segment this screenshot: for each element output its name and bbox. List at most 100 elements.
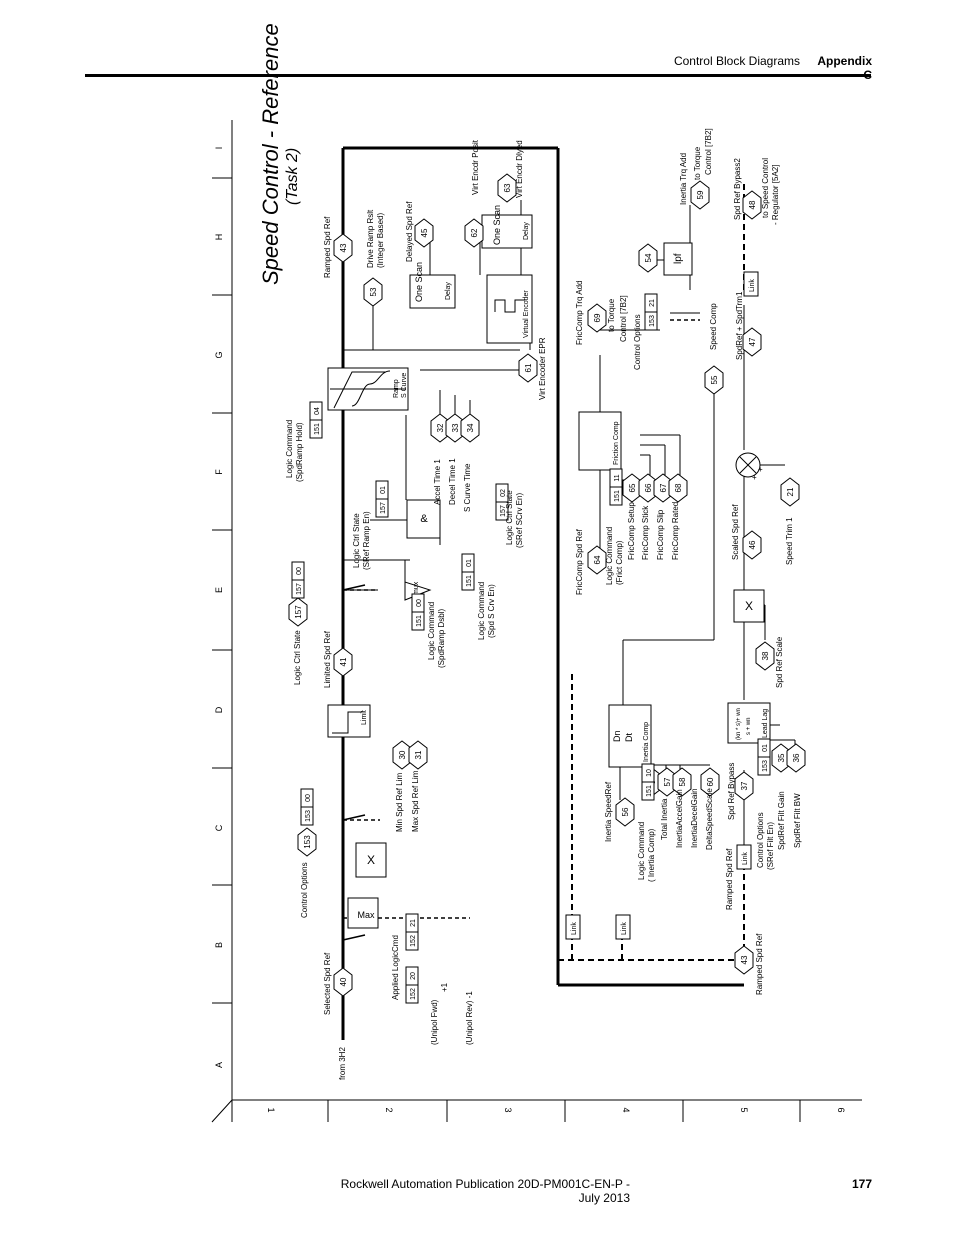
param-tag-p56: 56: [615, 797, 635, 827]
bit-box-value: 11: [614, 474, 621, 481]
label-ramped-spd: Ramped Spd Ref: [323, 216, 332, 278]
label-logic-cmd-ramp-dsbl2: (SpdRamp Dsbl): [437, 609, 446, 668]
bit-box-value: 20: [410, 972, 417, 980]
label-delta-speed: DeltaSpeedScale: [705, 788, 714, 850]
label-drive-ramp-rslt: Drive Ramp Rslt: [366, 209, 375, 268]
bit-box-value: 157: [500, 505, 507, 517]
param-tag-p45: 45: [414, 218, 434, 248]
param-tag-p31: 31: [408, 740, 428, 770]
param-tag-value: 57: [663, 777, 672, 786]
lead-lag-eq2: s + wn: [746, 717, 752, 735]
multiply-block: [355, 842, 387, 878]
bit-box-value: 00: [305, 794, 312, 802]
delay-label: Delay: [445, 282, 452, 300]
grid-col-h: H: [214, 234, 224, 241]
label-virt-dlyed: Virt Encdr Dlyed: [515, 140, 524, 198]
max-label: Max: [357, 910, 375, 920]
bit-box-value: 153: [762, 760, 769, 772]
label-to-torque2: to Torque: [693, 146, 702, 180]
param-tag-p60: 60: [700, 767, 720, 797]
label-lcs-sref-ramp: Logic Ctrl State: [352, 513, 361, 568]
header-section-title: Control Block Diagrams: [673, 54, 800, 68]
label-speed-trim1: Speed Trim 1: [785, 517, 794, 565]
param-tag-value: 153: [303, 835, 312, 849]
label-from: from 3H2: [338, 1047, 347, 1080]
label-fric-trq-add: FricComp Trq Add: [575, 281, 584, 345]
param-tag-p62: 62: [464, 218, 484, 248]
label-inertia-decel: InertiaDecelGain: [690, 788, 699, 848]
footer-publication: Rockwell Automation Publication 20D-PM00…: [340, 1177, 630, 1205]
link-box-1: [565, 914, 581, 940]
bit-box-value: 152: [410, 935, 417, 947]
grid-row-5: 5: [739, 1107, 749, 1112]
label-decel: Decel Time 1: [448, 458, 457, 505]
param-tag-p40: 40: [333, 967, 353, 997]
param-tag-value: 53: [369, 287, 378, 296]
label-max-spd: Max Spd Ref Lim: [411, 770, 420, 832]
param-tag-value: 66: [644, 483, 653, 492]
param-tag-value: 21: [786, 487, 795, 496]
label-logic-cmd-ramp-dsbl: Logic Command: [427, 602, 436, 660]
param-tag-value: 61: [524, 363, 533, 372]
param-tag-value: 54: [644, 253, 653, 262]
link-box-3: [736, 844, 752, 870]
bit-box-value: 00: [296, 567, 303, 575]
param-tag-value: 41: [339, 657, 348, 666]
label-fric-slip: FricComp Slip: [656, 509, 665, 560]
param-tag-p59: 59: [690, 180, 710, 210]
bit-box-value: 153: [649, 315, 656, 327]
label-spd-ref-bypass: Spd Ref Bypass: [727, 763, 736, 820]
param-tag-value: 31: [414, 750, 423, 759]
param-tag-p47: 47: [742, 327, 762, 357]
and-label: &: [420, 513, 428, 525]
bit-box: [609, 468, 623, 488]
param-tag-p43b: 43: [734, 945, 754, 975]
label-logic-cmd-scrv2: (Spd S Crv En): [487, 584, 496, 638]
label-min-spd: Min Spd Ref Lim: [395, 773, 404, 832]
param-tag-value: 64: [593, 555, 602, 564]
param-tag-value: 43: [740, 955, 749, 964]
param-tag-p48: 48: [742, 190, 762, 220]
param-tag-value: 35: [777, 753, 786, 762]
param-tag-p53: 53: [363, 277, 383, 307]
label-logic-cmd-inertia: Logic Command: [637, 822, 646, 880]
param-tag-p46: 46: [742, 530, 762, 560]
param-tag-p153: 153: [297, 827, 317, 857]
param-tag-value: 36: [792, 753, 801, 762]
label-unipol-rev: (Unipol Rev) -1: [465, 991, 474, 1045]
label-logic-cmd-fric2: (Frict Comp): [615, 540, 624, 585]
param-tag-value: 69: [593, 313, 602, 322]
bit-box-value: 152: [410, 988, 417, 1000]
label-fric-setup: FricComp Setup: [627, 502, 636, 560]
one-scan-label-2: One Scan: [492, 205, 502, 245]
param-tag-value: 43: [339, 243, 348, 252]
param-tag-p37: 37: [734, 771, 754, 801]
grid-col-b: B: [214, 942, 224, 948]
label-lcs-sref-ramp2: (SRef Ramp En): [362, 511, 371, 570]
param-tag-p43: 43: [333, 233, 353, 263]
link-label-2: Link: [621, 922, 628, 935]
summing-junction: [735, 452, 761, 478]
bit-box: [644, 293, 658, 313]
param-tag-p41: 41: [333, 647, 353, 677]
bit-box-value: 21: [410, 919, 417, 927]
label-lcs-sref-scrv: Logic Ctrl State: [505, 490, 514, 545]
param-tag-p58: 58: [672, 767, 692, 797]
label-total-inertia: Total Inertia: [660, 798, 669, 840]
grid-row-1: 1: [266, 1107, 276, 1112]
parameter-tags: 4043411531573031534562636132333456957586…: [288, 173, 806, 1004]
label-scaled-spd: Scaled Spd Ref: [731, 504, 740, 560]
param-tag-value: 32: [436, 423, 445, 432]
dt-label: Dt: [624, 733, 634, 742]
one-scan-label: One Scan: [414, 262, 424, 302]
lead-lag-label: Lead Lag: [762, 709, 769, 738]
lpf-label: lpf: [673, 253, 684, 264]
scurve-label: S Curve: [401, 373, 408, 398]
bit-box: [300, 788, 314, 808]
grid-col-i: I: [214, 147, 224, 150]
lpf-block: [663, 242, 693, 276]
label-logic-cmd-inertia2: ( Inertia Comp): [647, 828, 656, 882]
max-block: [347, 897, 379, 929]
link-box-4: [743, 271, 759, 297]
grid-col-g: G: [214, 351, 224, 358]
